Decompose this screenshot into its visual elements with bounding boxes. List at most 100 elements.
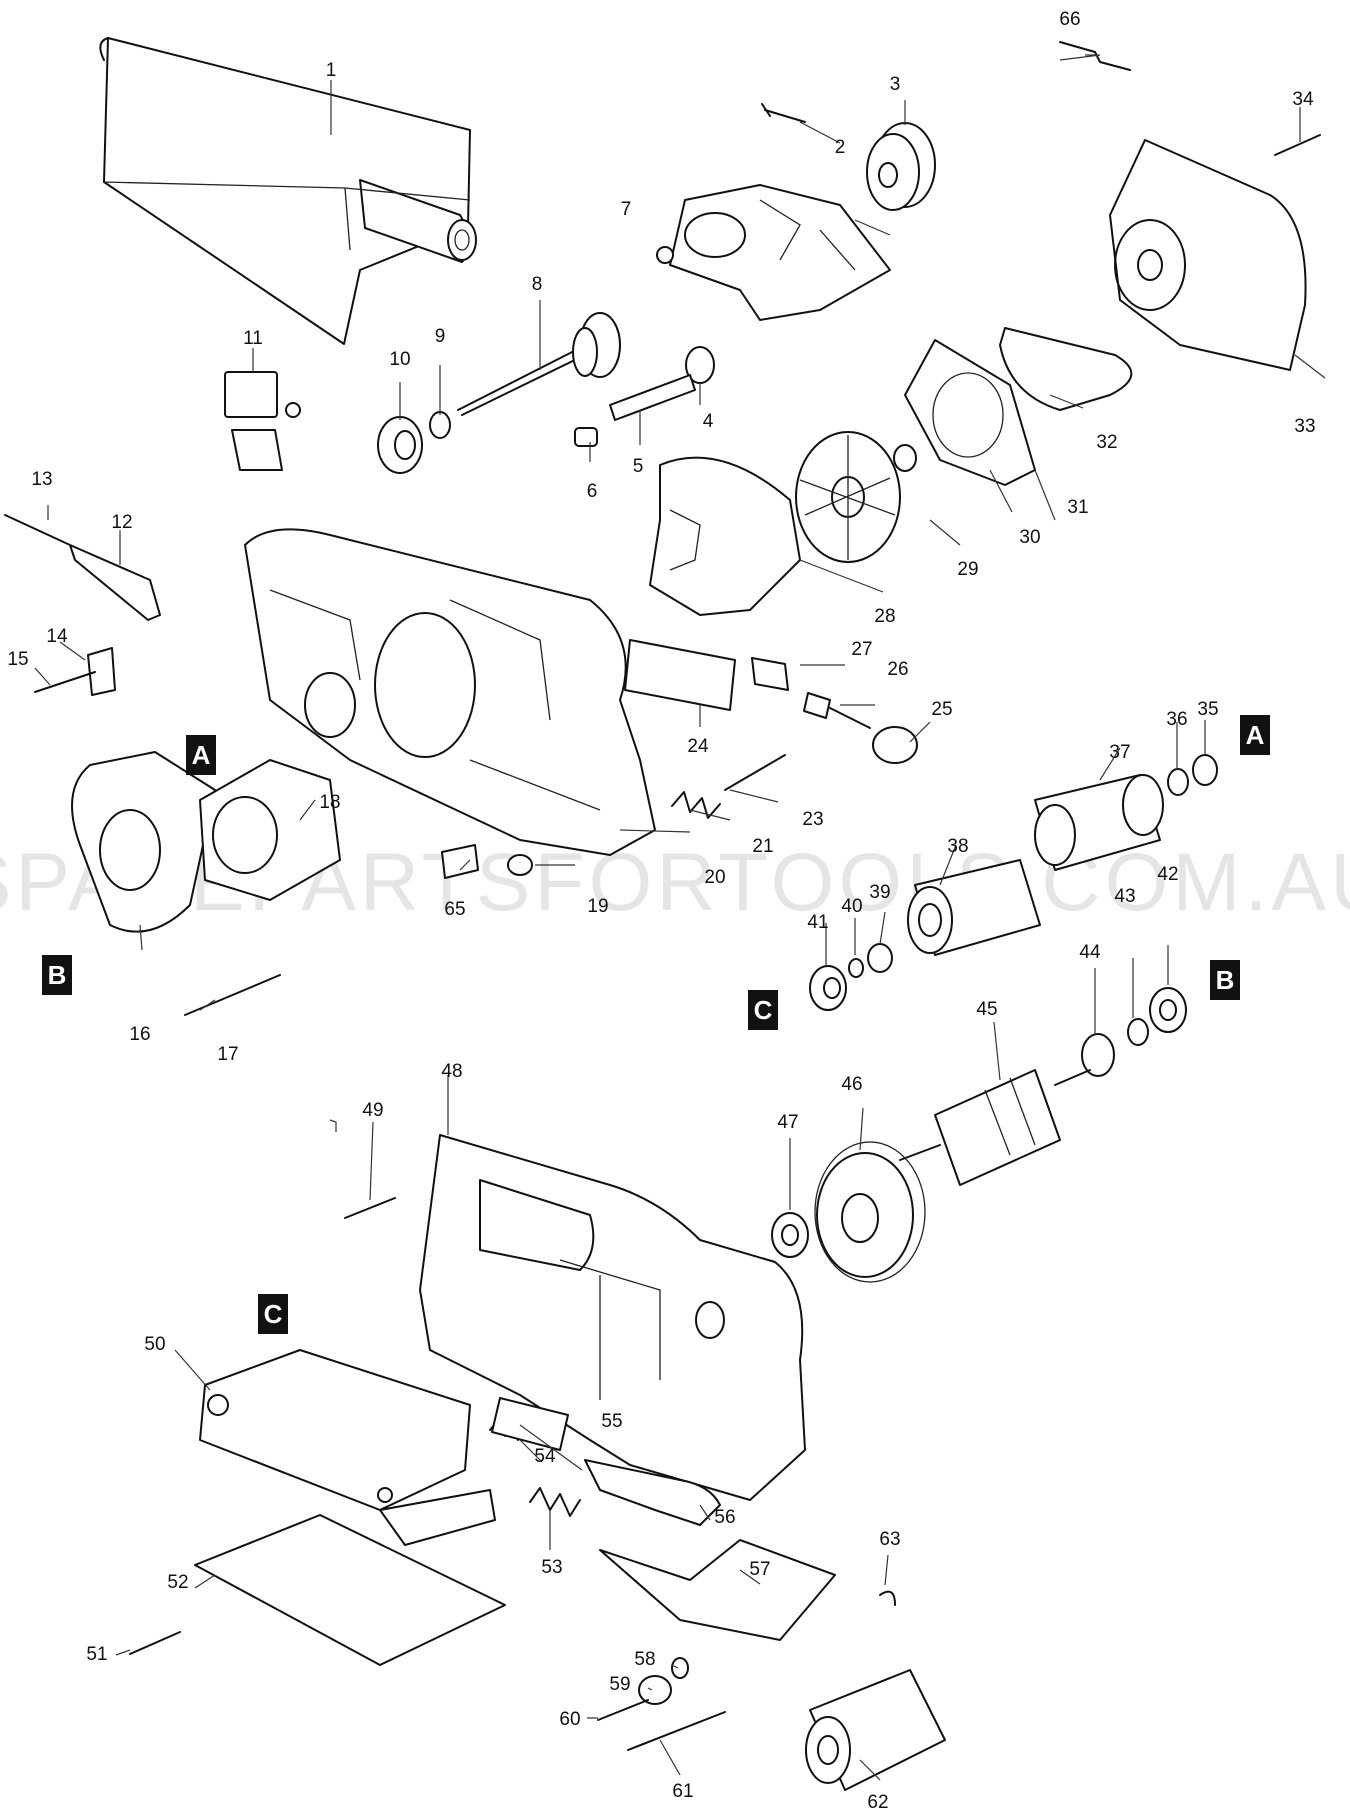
part-15-screw: [34, 671, 96, 693]
part-66-clip: [1059, 41, 1131, 71]
leader-lines: [34, 54, 1326, 1781]
callout-part-46: 46: [841, 1074, 862, 1095]
part-31-plate: [904, 339, 1036, 486]
part-callouts: 1 2 3 4 5 6 7 8 9 10 11 12 13 14 15 16 1…: [7, 9, 1315, 1813]
part-16-motor-cover: [71, 751, 216, 933]
callout-part-52: 52: [167, 1572, 188, 1593]
svg-text:A: A: [192, 740, 211, 770]
callout-part-35: 35: [1197, 699, 1218, 720]
callout-part-41: 41: [807, 912, 828, 933]
callout-part-63: 63: [879, 1529, 900, 1550]
callout-part-17: 17: [217, 1044, 238, 1065]
callout-part-4: 4: [703, 411, 714, 432]
callout-part-30: 30: [1019, 527, 1040, 548]
callout-part-13: 13: [31, 469, 52, 490]
part-48-handle-housing: [419, 1134, 806, 1501]
svg-text:C: C: [754, 995, 773, 1025]
svg-text:A: A: [1246, 720, 1265, 750]
part-65-label: [441, 844, 479, 879]
part-3-pulley: [866, 122, 936, 211]
callout-part-56: 56: [714, 1507, 735, 1528]
callout-part-28: 28: [874, 606, 895, 627]
part-37-sleeve: [1034, 774, 1164, 871]
callout-part-55: 55: [601, 1411, 622, 1432]
callout-part-25: 25: [931, 699, 952, 720]
part-38-roller: [907, 859, 1041, 956]
part-62-roller: [805, 1669, 946, 1791]
callout-part-12: 12: [111, 512, 132, 533]
part-45-armature: [899, 1069, 1091, 1186]
callout-part-24: 24: [687, 736, 709, 757]
callout-part-58: 58: [634, 1649, 655, 1670]
part-23-screw: [724, 754, 786, 791]
callout-part-14: 14: [46, 626, 68, 647]
callout-part-36: 36: [1166, 709, 1187, 730]
part-49-screw: [344, 1197, 396, 1219]
part-32-belt: [999, 327, 1133, 411]
part-11-switch: [224, 371, 301, 471]
callout-part-61: 61: [672, 1781, 693, 1802]
part-51-screw: [129, 1631, 181, 1655]
callout-part-2: 2: [835, 137, 846, 158]
callout-part-10: 10: [389, 349, 410, 370]
callout-part-34: 34: [1292, 89, 1314, 110]
part-55-label: [491, 1397, 569, 1451]
part-10-bearing: [377, 416, 423, 474]
ref-marker-c-lower: C: [258, 1294, 288, 1334]
part-40-washer: [848, 958, 864, 978]
svg-text:B: B: [1216, 965, 1235, 995]
part-36-washer: [1167, 768, 1189, 796]
part-41-bearing: [809, 965, 847, 1011]
callout-part-16: 16: [129, 1024, 150, 1045]
callout-part-47: 47: [777, 1112, 798, 1133]
callout-part-27: 27: [851, 639, 872, 660]
callout-part-8: 8: [532, 274, 543, 295]
part-drawings: [4, 37, 1321, 1791]
part-59-knob: [638, 1675, 672, 1705]
callout-part-21: 21: [752, 836, 773, 857]
part-58-washer: [671, 1657, 689, 1679]
ref-marker-a-left: A: [186, 735, 216, 775]
callout-part-57: 57: [749, 1559, 770, 1580]
reference-markers: A A B B C C: [42, 715, 1270, 1334]
callout-part-37: 37: [1109, 742, 1130, 763]
callout-part-44: 44: [1079, 942, 1101, 963]
callout-part-53: 53: [541, 1557, 562, 1578]
part-50-platen: [199, 1349, 496, 1546]
part-5-pinion: [609, 374, 696, 421]
part-29-fan: [795, 431, 901, 563]
callout-part-50: 50: [144, 1334, 165, 1355]
part-30-nut: [893, 444, 917, 472]
callout-part-26: 26: [887, 659, 908, 680]
callout-part-15: 15: [7, 649, 28, 670]
callout-part-3: 3: [890, 74, 901, 95]
svg-text:C: C: [264, 1299, 283, 1329]
part-39-nut: [867, 943, 893, 973]
part-44-bearing: [1081, 1033, 1115, 1077]
part-52-plate: [194, 1514, 506, 1666]
callout-part-32: 32: [1096, 432, 1117, 453]
callout-part-5: 5: [633, 456, 644, 477]
part-27-holder: [751, 657, 789, 691]
part-53-spring: [529, 1487, 581, 1517]
callout-part-59: 59: [609, 1674, 630, 1695]
ref-marker-b-left: B: [42, 955, 72, 995]
part-47-bearing: [771, 1212, 809, 1258]
part-42-bearing: [1149, 987, 1187, 1033]
callout-part-51: 51: [86, 1644, 107, 1665]
callout-part-7: 7: [621, 199, 632, 220]
part-57-bracket: [599, 1539, 836, 1641]
part-8-shaft: [457, 312, 621, 416]
part-9-washer: [429, 411, 451, 439]
part-26-brush: [803, 692, 831, 719]
part-63-clip: [879, 1590, 896, 1606]
part-60-screw: [597, 1699, 649, 1721]
callout-part-18: 18: [319, 792, 340, 813]
callout-part-20: 20: [704, 867, 725, 888]
callout-part-65: 65: [444, 899, 465, 920]
part-56-lever: [584, 1459, 721, 1526]
callout-part-19: 19: [587, 896, 608, 917]
callout-part-60: 60: [559, 1709, 580, 1730]
part-21-spring: [671, 791, 721, 819]
